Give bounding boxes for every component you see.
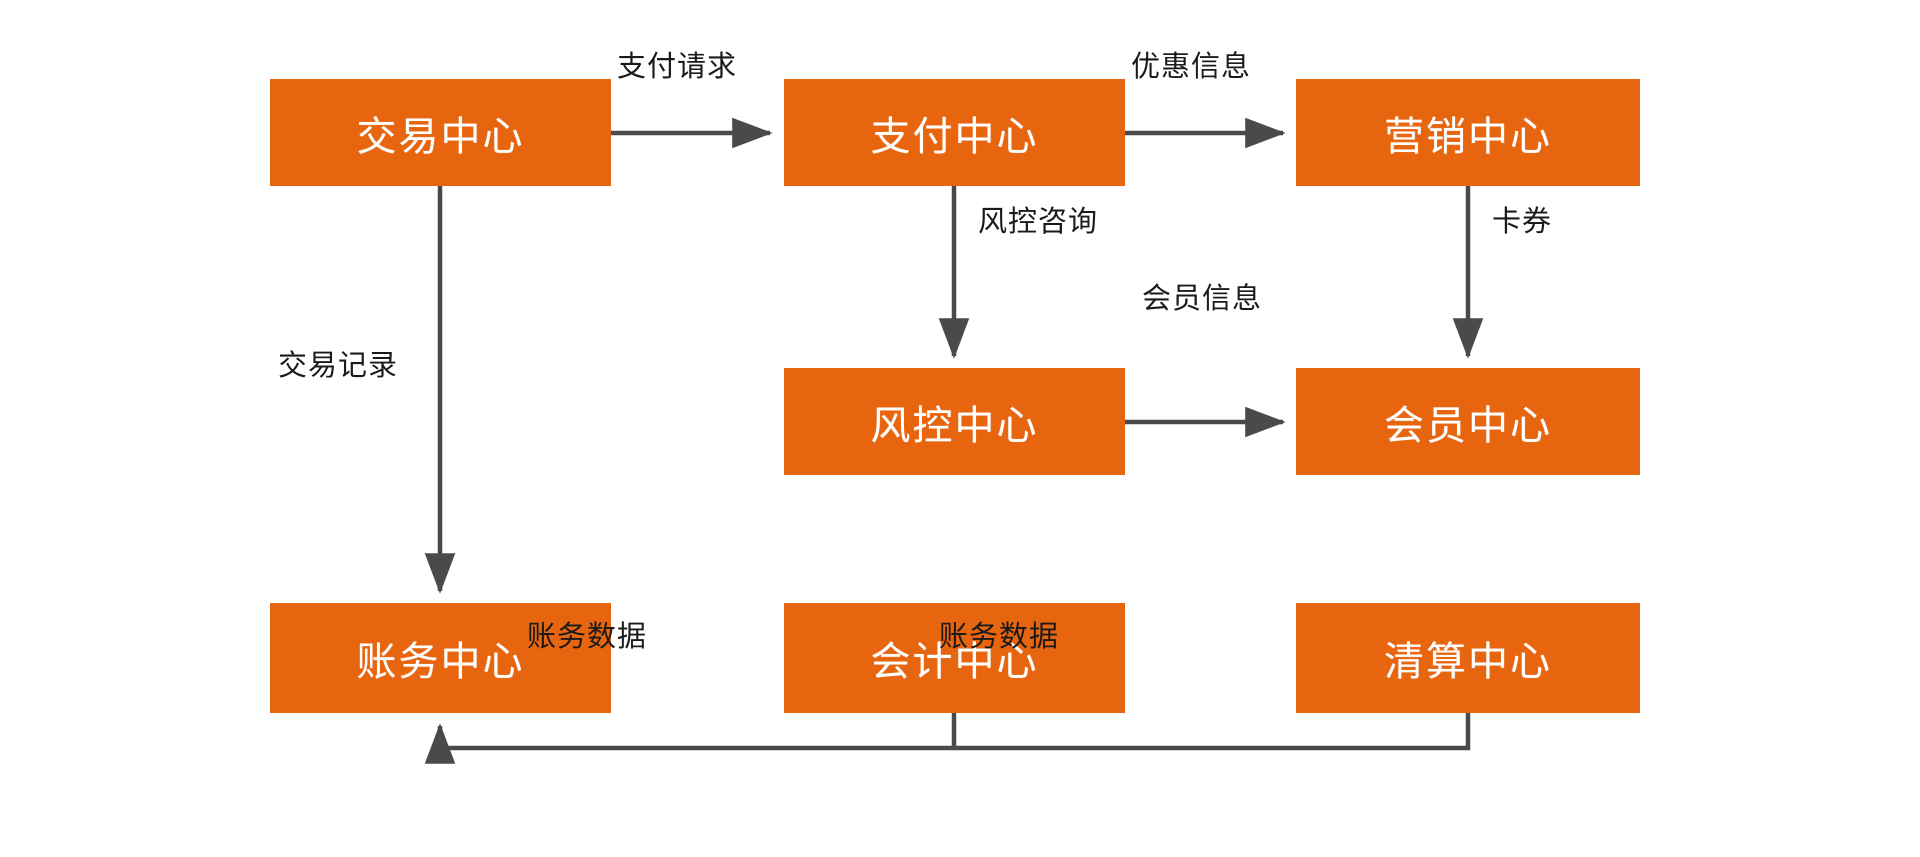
edge-label-account-data-right: 账务数据	[939, 621, 1060, 653]
edge-label-trade-record: 交易记录	[278, 350, 399, 382]
node-marketing-center[interactable]: 营销中心	[1296, 79, 1640, 186]
node-label: 会计中心	[870, 640, 1039, 684]
node-label: 会员中心	[1384, 403, 1552, 448]
node-trade-center[interactable]: 交易中心	[270, 79, 611, 186]
node-label: 风控中心	[870, 403, 1039, 448]
node-accounting-center[interactable]: 会计中心	[784, 603, 1125, 713]
edge-label-risk-consult: 风控咨询	[978, 206, 1099, 238]
node-label: 支付中心	[870, 114, 1039, 159]
node-label: 清算中心	[1384, 640, 1552, 684]
node-label: 账务中心	[356, 640, 525, 684]
node-label: 交易中心	[356, 114, 525, 159]
edge-label-account-data-left: 账务数据	[527, 621, 648, 653]
node-member-center[interactable]: 会员中心	[1296, 368, 1640, 475]
edge-clearing-to-account	[956, 713, 1471, 751]
node-payment-center[interactable]: 支付中心	[784, 79, 1125, 186]
node-label: 营销中心	[1384, 114, 1552, 159]
edge-label-member-info: 会员信息	[1142, 283, 1263, 315]
edge-label-payment-request: 支付请求	[617, 51, 738, 83]
node-account-center[interactable]: 账务中心	[270, 603, 611, 713]
node-risk-control-center[interactable]: 风控中心	[784, 368, 1125, 475]
edge-accounting-to-account	[424, 713, 957, 764]
edge-label-promotion-info: 优惠信息	[1131, 51, 1252, 83]
edge-label-coupon: 卡券	[1492, 206, 1553, 238]
node-clearing-center[interactable]: 清算中心	[1296, 603, 1640, 713]
